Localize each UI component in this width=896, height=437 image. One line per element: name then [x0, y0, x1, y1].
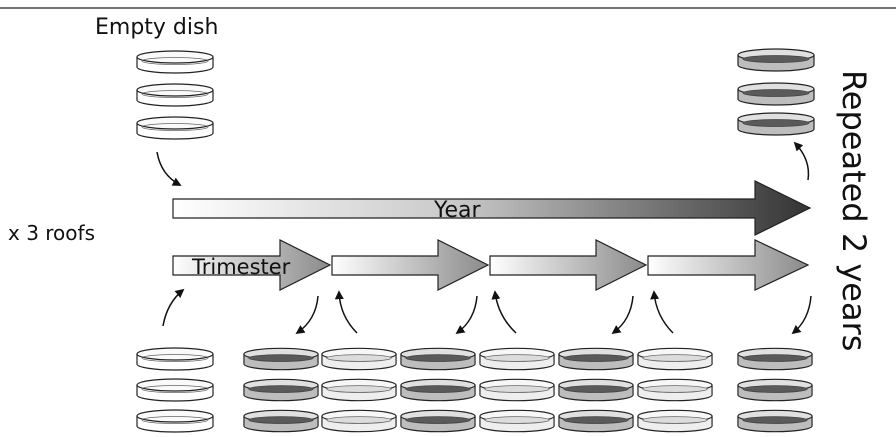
petri-dish-icon [243, 378, 319, 402]
petri-dish-icon [637, 409, 713, 433]
empty-dish-label: Empty dish [95, 15, 218, 40]
year-arrow: Year [172, 180, 812, 236]
curved-arrow-icon [791, 295, 812, 335]
petri-dish-icon [136, 378, 214, 402]
trimester-arrow-4 [647, 239, 810, 291]
petri-dish-icon [737, 409, 813, 433]
trimester-arrow-1 [172, 239, 332, 291]
petri-dish-icon [243, 409, 319, 433]
flow-arrows [156, 141, 812, 335]
curved-arrow-icon [650, 290, 674, 334]
curved-arrow-icon [491, 290, 517, 334]
curved-arrow-icon [295, 295, 319, 335]
petri-dish-icon [479, 347, 555, 371]
petri-dish-icon [737, 48, 815, 72]
petri-dish-icon [136, 50, 214, 74]
curved-arrow-icon [156, 151, 182, 186]
year-dish-stack [737, 48, 815, 136]
petri-dish-icon [400, 347, 476, 371]
repeated-label: Repeated 2 years [835, 70, 873, 351]
petri-dish-icon [479, 378, 555, 402]
petri-dish-icon [321, 347, 397, 371]
petri-dish-icon [558, 409, 634, 433]
petri-dish-icon [479, 409, 555, 433]
petri-dish-icon [136, 116, 214, 140]
petri-dish-icon [637, 378, 713, 402]
trimester-arrow-3 [489, 239, 648, 291]
year-label: Year [433, 198, 482, 223]
petri-dish-icon [558, 347, 634, 371]
petri-dish-icon [558, 378, 634, 402]
empty-dish-stack [136, 50, 214, 140]
petri-dish-icon [243, 347, 319, 371]
curved-arrow-icon [162, 288, 185, 327]
petri-dish-icon [136, 83, 214, 107]
bottom-dish-grid [136, 347, 813, 433]
curved-arrow-icon [455, 295, 478, 335]
curved-arrow-icon [334, 290, 358, 334]
trimester-arrows: Trimester [172, 239, 810, 291]
curved-arrow-icon [611, 295, 634, 335]
roofs-label: x 3 roofs [8, 221, 95, 245]
petri-dish-icon [737, 82, 815, 106]
petri-dish-icon [737, 112, 815, 136]
petri-dish-icon [637, 347, 713, 371]
petri-dish-icon [400, 409, 476, 433]
petri-dish-icon [737, 378, 813, 402]
petri-dish-icon [321, 378, 397, 402]
petri-dish-icon [400, 378, 476, 402]
petri-dish-icon [136, 409, 214, 433]
curved-arrow-icon [793, 141, 810, 181]
trimester-label: Trimester [191, 255, 291, 279]
trimester-arrow-2 [331, 239, 490, 291]
petri-dish-icon [737, 347, 813, 371]
petri-dish-icon [136, 347, 214, 371]
petri-dish-icon [321, 409, 397, 433]
